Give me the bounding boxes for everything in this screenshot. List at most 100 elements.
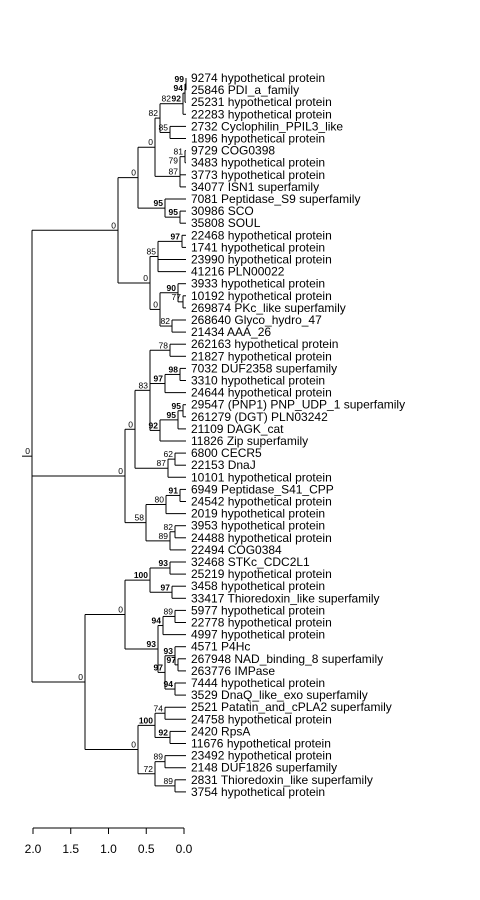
- bootstrap-value: 80: [155, 495, 165, 505]
- bootstrap-value: 0: [128, 419, 133, 429]
- bootstrap-value: 62: [164, 449, 174, 459]
- leaf-label: 10101 hypothetical protein: [191, 470, 332, 484]
- bootstrap-value: 0: [25, 446, 30, 456]
- leaf-label: 34077 ISN1 superfamily: [191, 180, 319, 194]
- bootstrap-value: 0: [118, 466, 123, 476]
- bootstrap-value: 97: [161, 582, 171, 592]
- bootstrap-value: 92: [149, 420, 159, 430]
- leaf-label: 2420 RpsA: [191, 724, 250, 738]
- leaf-label: 2732 Cyclophilin_PPIL3_like: [191, 119, 343, 133]
- leaf-label: 32468 STKc_CDC2L1: [191, 555, 310, 569]
- bootstrap-value: 77: [172, 292, 182, 302]
- bootstrap-value: 89: [164, 776, 174, 786]
- scale-tick-label: 1.0: [100, 842, 117, 856]
- bootstrap-value: 97: [167, 655, 177, 665]
- scale-tick-label: 0.5: [138, 842, 155, 856]
- leaf-label: 35808 SOUL: [191, 216, 261, 230]
- bootstrap-value: 93: [164, 646, 174, 656]
- bootstrap-value: 95: [154, 198, 164, 208]
- bootstrap-value: 0: [118, 605, 123, 615]
- leaf-label: 23492 hypothetical protein: [191, 749, 332, 763]
- leaf-label: 262163 hypothetical protein: [191, 337, 338, 351]
- leaf-label: 261279 (DGT) PLN03242: [191, 410, 328, 424]
- leaf-label: 7444 hypothetical protein: [191, 676, 325, 690]
- bootstrap-value: 98: [169, 364, 179, 374]
- leaf-label: 3310 hypothetical protein: [191, 374, 325, 388]
- bootstrap-value: 82: [164, 522, 174, 532]
- leaf-label: 3483 hypothetical protein: [191, 156, 325, 170]
- bootstrap-value: 94: [164, 679, 174, 689]
- leaf-label: 2521 Patatin_and_cPLA2 superfamily: [191, 700, 392, 714]
- leaf-label: 3933 hypothetical protein: [191, 277, 325, 291]
- leaf-label: 5977 hypothetical protein: [191, 603, 325, 617]
- leaf-label: 6800 CECR5: [191, 446, 262, 460]
- bootstrap-value: 72: [144, 764, 154, 774]
- bootstrap-value: 82: [161, 316, 171, 326]
- bootstrap-value: 95: [172, 401, 182, 411]
- leaf-label: 29547 (PNP1) PNP_UDP_1 superfamily: [191, 398, 405, 412]
- bootstrap-value: 81: [174, 147, 184, 157]
- bootstrap-value: 94: [152, 616, 162, 626]
- bootstrap-value: 0: [78, 672, 83, 682]
- leaf-label: 9274 hypothetical protein: [191, 71, 325, 85]
- bootstrap-value: 90: [167, 283, 177, 293]
- bootstrap-value: 93: [147, 639, 157, 649]
- bootstrap-value: 94: [174, 83, 184, 93]
- leaf-label: 7081 Peptidase_S9 superfamily: [191, 192, 360, 206]
- bootstrap-value: 83: [139, 380, 149, 390]
- leaf-label: 24488 hypothetical protein: [191, 531, 332, 545]
- leaf-label: 30986 SCO: [191, 204, 254, 218]
- leaf-label: 268640 Glyco_hydro_47: [191, 313, 322, 327]
- leaf-label: 4571 P4Hc: [191, 640, 250, 654]
- leaf-label: 22778 hypothetical protein: [191, 616, 332, 630]
- bootstrap-value: 0: [131, 168, 136, 178]
- leaf-label: 7032 DUF2358 superfamily: [191, 361, 337, 375]
- leaf-label: 2019 hypothetical protein: [191, 507, 325, 521]
- bootstrap-value: 78: [159, 340, 169, 350]
- bootstrap-value: 87: [157, 458, 167, 468]
- bootstrap-value: 0: [111, 220, 116, 230]
- leaf-label: 3754 hypothetical protein: [191, 785, 325, 799]
- bootstrap-value: 99: [175, 74, 185, 84]
- leaf-label: 23990 hypothetical protein: [191, 253, 332, 267]
- leaf-label: 24542 hypothetical protein: [191, 495, 332, 509]
- bootstrap-value: 97: [154, 374, 164, 384]
- bootstrap-value: 91: [169, 485, 179, 495]
- bootstrap-value: 100: [134, 570, 148, 580]
- scale-tick-label: 2.0: [25, 842, 42, 856]
- leaf-label: 25219 hypothetical protein: [191, 567, 332, 581]
- bootstrap-value: 0: [143, 273, 148, 283]
- bootstrap-value: 97: [154, 662, 164, 672]
- bootstrap-value: 0: [148, 137, 153, 147]
- bootstrap-value: 92: [172, 94, 182, 104]
- leaf-label: 24758 hypothetical protein: [191, 712, 332, 726]
- bootstrap-value: 74: [154, 703, 164, 713]
- leaf-label: 3773 hypothetical protein: [191, 168, 325, 182]
- leaf-label: 21827 hypothetical protein: [191, 349, 332, 363]
- leaf-label: 22494 COG0384: [191, 543, 282, 557]
- leaf-label: 2831 Thioredoxin_like superfamily: [191, 773, 373, 787]
- bootstrap-value: 82: [162, 94, 172, 104]
- leaf-label: 24644 hypothetical protein: [191, 386, 332, 400]
- leaf-label: 4997 hypothetical protein: [191, 628, 325, 642]
- bootstrap-value: 79: [169, 156, 179, 166]
- leaf-label: 11676 hypothetical protein: [191, 737, 331, 751]
- bootstrap-value: 58: [135, 513, 145, 523]
- scale-tick-label: 1.5: [62, 842, 79, 856]
- leaf-label: 22153 DnaJ: [191, 458, 256, 472]
- leaf-label: 3458 hypothetical protein: [191, 579, 325, 593]
- bootstrap-value: 89: [164, 606, 174, 616]
- bootstrap-value: 82: [149, 108, 159, 118]
- leaf-label: 3953 hypothetical protein: [191, 519, 325, 533]
- leaf-label: 33417 Thioredoxin_like superfamily: [191, 591, 380, 605]
- bootstrap-value: 0: [153, 299, 158, 309]
- leaf-label: 267948 NAD_binding_8 superfamily: [191, 652, 383, 666]
- leaf-label: 2148 DUF1826 superfamily: [191, 761, 337, 775]
- bootstrap-value: 100: [139, 715, 153, 725]
- leaf-label: 21434 AAA_26: [191, 325, 271, 339]
- leaf-label: 22468 hypothetical protein: [191, 228, 332, 242]
- leaf-label: 10192 hypothetical protein: [191, 289, 332, 303]
- bootstrap-value: 95: [167, 410, 177, 420]
